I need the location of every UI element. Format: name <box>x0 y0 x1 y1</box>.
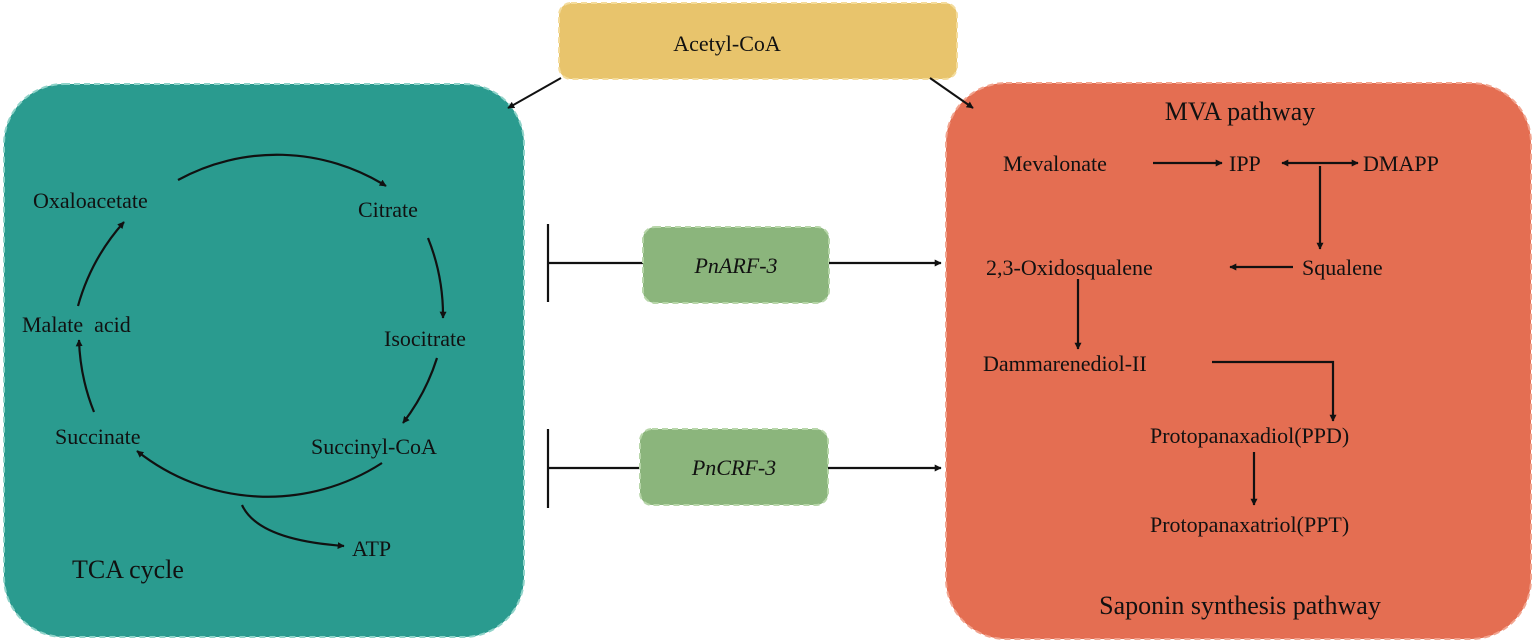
tca-cycle-panel <box>3 83 525 638</box>
tca-arrow-succinylcoa-succinate <box>136 450 383 498</box>
succinate-label: Succinate <box>55 424 141 449</box>
dammarenediol-to-ppd-arrow <box>1212 360 1337 422</box>
squalene-label: Squalene <box>1302 255 1383 280</box>
tca-arrow-oxaloacetate-citrate <box>177 153 387 187</box>
tca-arrow-succinate-malate <box>75 339 96 413</box>
acetyl-to-mva-arrow <box>929 77 974 109</box>
citrate-label: Citrate <box>358 197 418 222</box>
pncrf3-label: PnCRF-3 <box>691 455 776 480</box>
pnarf3-box <box>642 226 830 304</box>
regulator-pnarf3: PnARF-3 <box>546 224 942 304</box>
mevalonate-label: Mevalonate <box>1003 151 1107 176</box>
dammarenediol-label: Dammarenediol-II <box>983 351 1147 376</box>
tca-cycle-title: TCA cycle <box>72 555 184 584</box>
pnarf3-label: PnARF-3 <box>693 253 777 278</box>
oxidosqualene-label: 2,3-Oxidosqualene <box>986 255 1153 280</box>
acetyl-to-tca-arrow <box>507 77 562 109</box>
atp-label: ATP <box>352 536 391 561</box>
acetyl-coa-label: Acetyl-CoA <box>673 31 781 56</box>
tca-arrow-to-atp <box>241 504 345 550</box>
tca-cycle: Oxaloacetate Citrate Isocitrate Succinyl… <box>22 153 466 584</box>
acetyl-coa-box <box>558 2 958 80</box>
ipp-label: IPP <box>1229 151 1261 176</box>
ppd-label: Protopanaxadiol(PPD) <box>1150 423 1349 448</box>
succinyl-coa-label: Succinyl-CoA <box>311 434 437 459</box>
tca-arrow-citrate-isocitrate <box>426 237 447 319</box>
isocitrate-label: Isocitrate <box>384 326 466 351</box>
regulator-pncrf3: PnCRF-3 <box>546 428 942 508</box>
malate-acid-label: Malate acid <box>22 312 131 337</box>
mva-pathway-title: MVA pathway <box>1165 97 1315 126</box>
oxaloacetate-label: Oxaloacetate <box>33 188 148 213</box>
ppt-label: Protopanaxatriol(PPT) <box>1150 512 1349 537</box>
tca-arrow-isocitrate-succinylcoa <box>402 357 439 424</box>
pncrf3-box <box>639 428 829 506</box>
dmapp-label: DMAPP <box>1363 151 1439 176</box>
tca-arrow-malate-oxaloacetate <box>76 221 125 307</box>
saponin-synthesis-title: Saponin synthesis pathway <box>1099 591 1381 620</box>
saponin-pathway: MVA pathway Mevalonate IPP DMAPP Squalen… <box>983 97 1439 620</box>
